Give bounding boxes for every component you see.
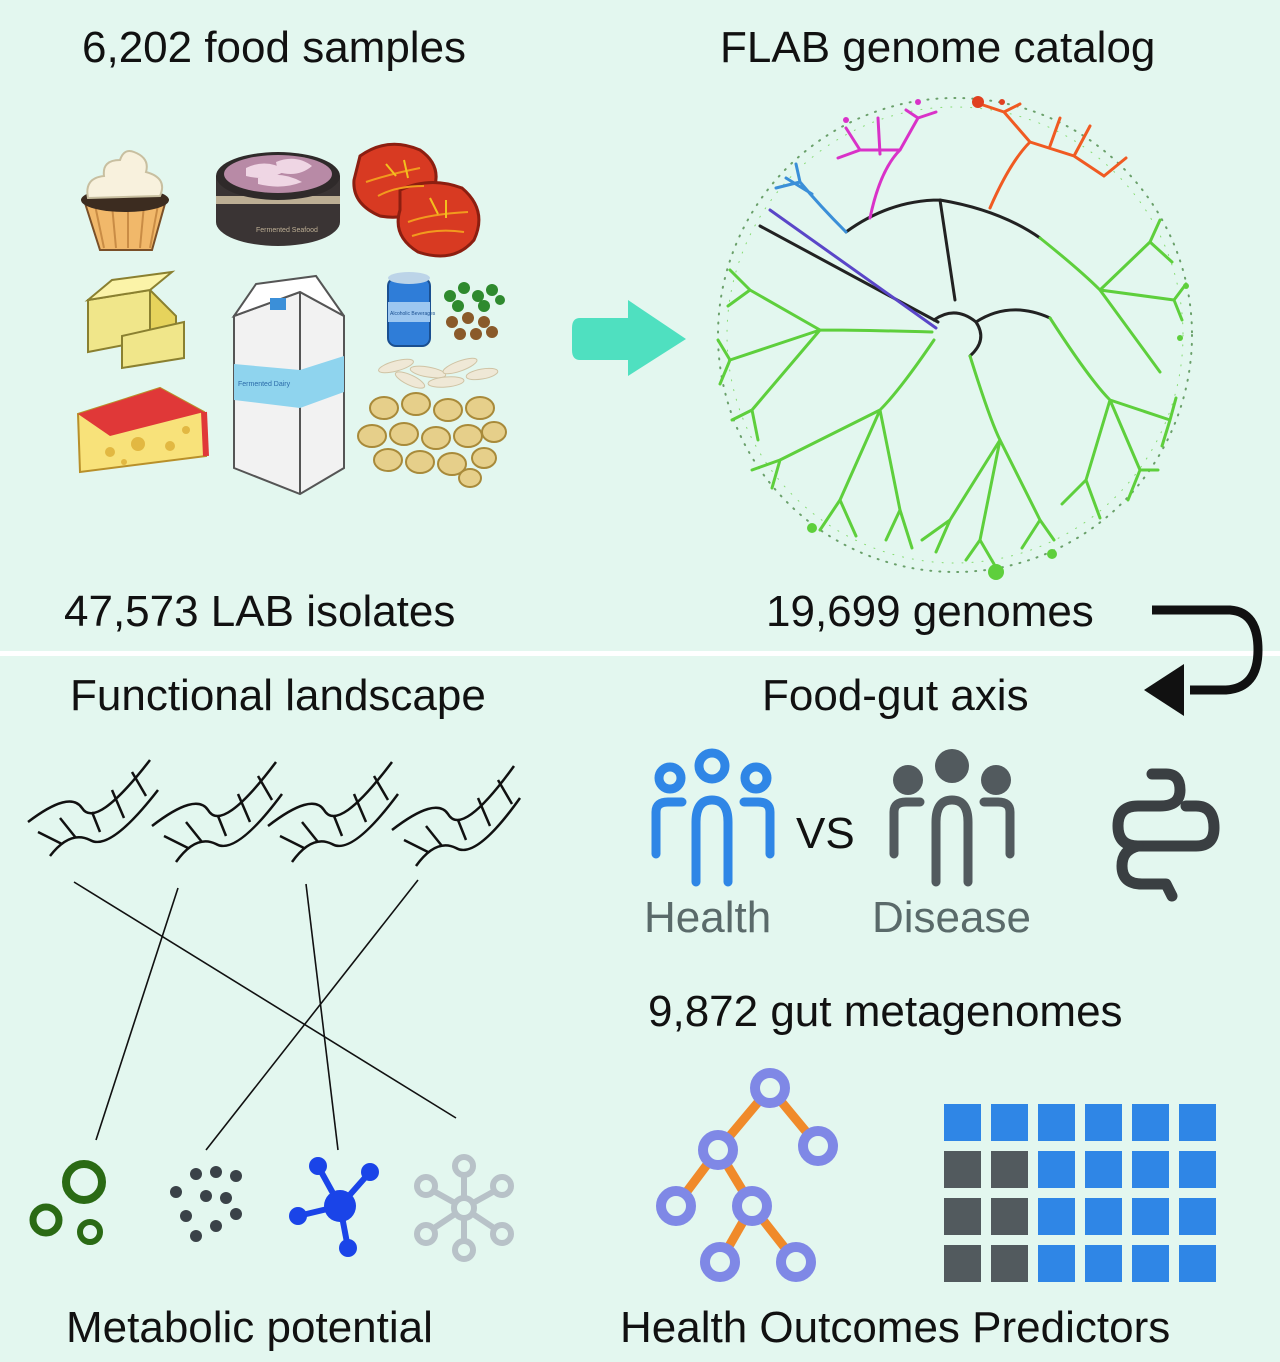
heatmap-cell [1179,1198,1216,1235]
heatmap-cell [1132,1151,1169,1188]
beans-icon [444,282,505,340]
heatmap-cell [1132,1198,1169,1235]
beverage-can-icon: Alcoholic Beverages [387,272,436,347]
disease-group-icon [889,749,1015,887]
heatmap-cell [1085,1245,1122,1282]
health-label: Health [644,893,772,942]
cupcake-icon [81,150,169,251]
dairy-label: Fermented Dairy [238,381,291,388]
heatmap-cell [1179,1151,1216,1188]
health-outcomes-caption: Health Outcomes Predictors [620,1303,1171,1352]
healthy-group-icon [651,748,775,887]
heatmap-cell [991,1198,1028,1235]
functional-landscape-title: Functional landscape [70,671,486,720]
genome-catalog-title: FLAB genome catalog [720,23,1156,72]
heatmap-cell [1038,1198,1075,1235]
heatmap-cell [991,1104,1028,1141]
dna-icon-2 [151,761,284,863]
heatmap-cell [944,1104,981,1141]
heatmap-cell [1085,1104,1122,1141]
heatmap-cell [1085,1151,1122,1188]
food-samples-title: 6,202 food samples [82,23,467,72]
rice-icon [378,357,499,389]
curved-arrow-icon [1144,605,1263,716]
heatmap-cell [1038,1151,1075,1188]
heatmap-cell [944,1151,981,1188]
heatmap-cell [944,1198,981,1235]
milk-carton-icon: Fermented Dairy [231,274,345,496]
connection-lines [73,879,457,1151]
food-gut-axis-title: Food-gut axis [762,671,1029,720]
heatmap-cell [1132,1104,1169,1141]
heatmap-cell [991,1151,1028,1188]
metabolic-potential-caption: Metabolic potential [66,1303,433,1352]
butter-icon [84,270,185,370]
gut-icon [1112,768,1220,902]
fermented-seafood-icon: Fermented Seafood [216,152,340,246]
heatmap-grid-icon [944,1104,1216,1282]
molecule-icon [289,1157,379,1257]
network-icon [414,1154,514,1262]
heatmap-cell [1179,1245,1216,1282]
dna-icon-3 [267,761,400,863]
heatmap-cell [1132,1245,1169,1282]
dots-metabolite-icon [170,1166,242,1242]
genomes-caption: 19,699 genomes [766,587,1094,636]
heatmap-cell [944,1245,981,1282]
decision-tree-icon [656,1068,838,1282]
vs-label: VS [796,809,855,858]
section-divider [0,651,1280,656]
dna-icon-1 [27,759,159,857]
phylogenetic-tree-icon [716,96,1193,580]
seafood-label: Fermented Seafood [256,227,318,234]
arrow-right-icon [572,300,686,376]
dna-icon-4 [391,765,522,867]
heatmap-cell [1038,1104,1075,1141]
gut-metagenomes-title: 9,872 gut metagenomes [648,987,1123,1036]
heatmap-cell [991,1245,1028,1282]
disease-label: Disease [872,893,1031,942]
fermented-meat-icon [352,142,481,258]
lab-isolates-caption: 47,573 LAB isolates [64,587,456,636]
heatmap-cell [1085,1198,1122,1235]
heatmap-cell [1038,1245,1075,1282]
cheese-icon [76,386,209,474]
heatmap-cell [1179,1104,1216,1141]
soybean-icon [357,392,507,488]
circle-metabolite-icon [29,1160,106,1245]
beverage-label: Alcoholic Beverages [390,311,436,317]
